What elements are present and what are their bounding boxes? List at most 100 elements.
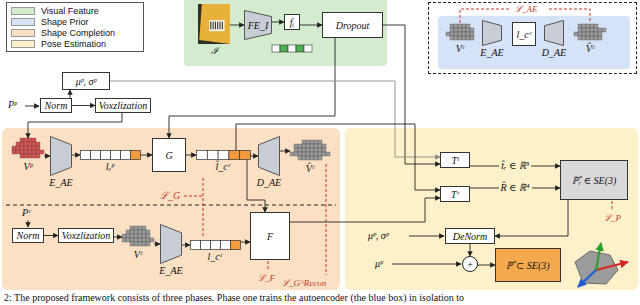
voxel [28,154,32,158]
voxel [302,144,306,148]
sum-shape [463,257,478,272]
latent-cell [101,151,111,160]
voxel [294,144,298,148]
loss-line [612,201,613,210]
legend-swatch [11,7,35,15]
latent-cell [218,151,229,160]
voxel [314,144,318,148]
annotation-label: Pᵖ [8,99,17,111]
voxel [450,24,454,28]
latent-cell [197,151,208,160]
input-arrow [28,220,29,227]
voxel [454,32,458,36]
voxel [586,32,590,36]
phase-separator [6,205,336,206]
node-text: Voxzlization [99,100,147,111]
voxel [36,154,40,158]
node-text: D_AE [542,47,566,58]
voxel [318,156,322,160]
voxel [12,146,16,150]
voxel [326,152,330,156]
annotation-label: μᵖ [375,258,383,270]
voxel [306,144,310,148]
input-arrow [409,236,444,237]
voxel-figure: V̂ᶜ [290,140,330,162]
feature-vector [272,45,312,52]
voxel [314,152,318,156]
encoder-trapezoid: E_AE [160,224,182,264]
connector [140,155,152,156]
node-text: Vᶜ [456,43,465,54]
latent-cell [211,241,221,250]
node-text: ℙ̂ ⊂ SE(3) [506,260,549,271]
voxel [32,150,36,154]
voxel [134,230,138,234]
voxel [450,36,454,40]
connector [186,155,196,156]
node-text: E_AE [159,265,182,276]
voxel [32,146,36,150]
connector [44,156,50,157]
node-text: E_AE [49,177,72,188]
connector [236,124,440,190]
voxel [16,142,20,146]
connector [478,265,495,266]
voxel [310,152,314,156]
voxel [138,234,142,238]
voxel-figure: Vᶜ [122,226,154,248]
voxel [32,154,36,158]
voxel [594,24,598,28]
node-text: V̂ᶜ [306,163,315,174]
voxel [594,32,598,36]
voxel [578,32,582,36]
voxel [142,230,146,234]
node-text: fᵢ [290,17,294,28]
latent-cell [201,241,211,250]
voxel [32,142,36,146]
loss-line [549,9,590,23]
image-input: ℐ [198,4,230,44]
voxel [314,156,318,160]
network-box: G [152,138,186,172]
voxel [142,234,146,238]
voxel [466,36,470,40]
voxel [24,142,28,146]
encoder-shape [483,21,502,46]
shape-graphic [160,224,182,264]
barcode-line [217,22,218,30]
encoder-shape [161,225,182,264]
voxel [310,148,314,152]
process-box: Voxzlization [58,228,114,243]
voxel [130,234,134,238]
legend-row: Shape Completion [11,27,139,38]
shape-graphic [544,20,564,46]
connector [300,25,322,26]
legend-swatch [11,18,35,26]
legend-text: Shape Prior [41,17,89,27]
voxel [130,230,134,234]
shape-graphic [446,24,474,42]
node-text: l̂_cᶜ [216,161,231,172]
latent-cell [207,151,218,160]
decoder-trapezoid: D_AE [544,20,564,46]
input-arrow [25,106,39,107]
node-text: l_cᶜ [517,29,532,40]
connector [70,90,71,98]
shape-graphic [80,150,140,160]
voxel [290,152,294,156]
voxel [36,150,40,154]
output-box: ℙ̂ ⊂ SE(3) [495,248,561,282]
connector [154,244,160,245]
shape-graphic [50,136,72,176]
voxel [146,230,150,234]
voxel [466,24,470,28]
loss-line [326,164,327,275]
connector [383,25,440,164]
latent-cell [81,151,91,160]
annotation-label: ℒ_AE [515,3,538,15]
barcode-line [222,22,223,30]
feature-box: fᵢ [284,14,300,30]
connector [72,105,95,106]
node-text: ℙ̂ᵣ ∈ SE(3) [572,175,617,186]
voxel [462,36,466,40]
